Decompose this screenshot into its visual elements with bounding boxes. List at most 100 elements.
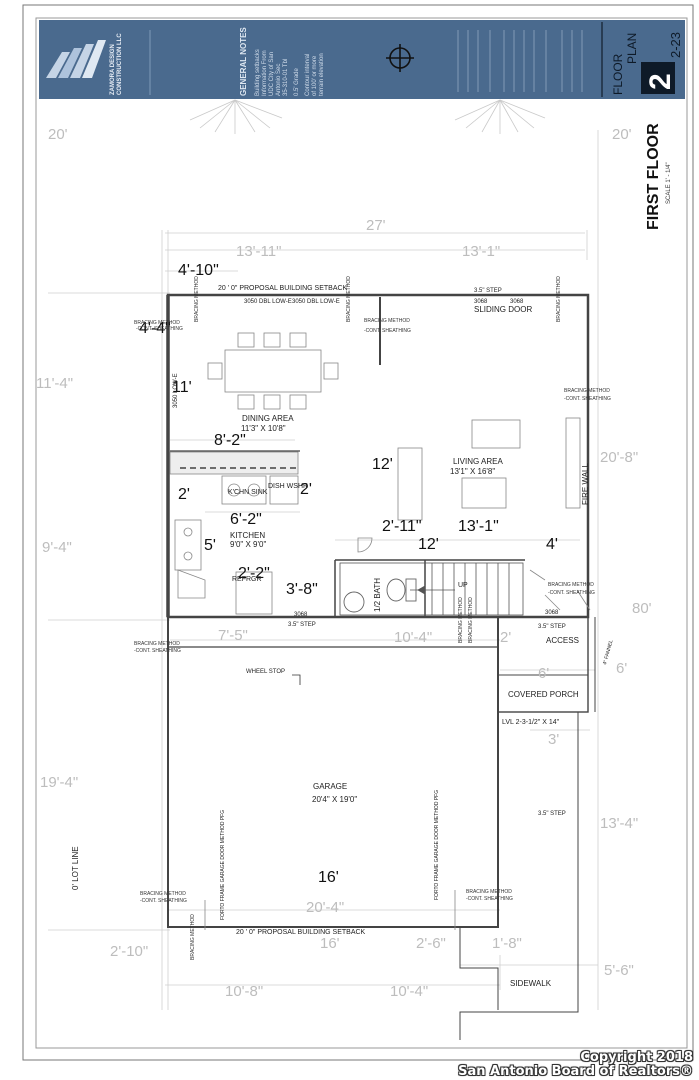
- window-a: 3050 DBL LOW-E: [244, 299, 292, 305]
- room-living: LIVING AREA: [453, 457, 503, 466]
- sheathing-label: -CONT. SHEATHING: [548, 590, 595, 596]
- dim-garage-16b: 16': [320, 935, 340, 952]
- bracing-label: BRACING METHOD: [190, 914, 196, 960]
- interior-dimension-texts: 4'-10" 4'-4" 11' 8'-2" 2' 2' 6'-2" 5' 2'…: [139, 262, 558, 886]
- refrigerator: REFRGR: [232, 576, 262, 583]
- room-lot-line: 0' LOT LINE: [71, 846, 80, 890]
- note-line: Information From: [262, 50, 268, 96]
- company-logo: [46, 40, 106, 78]
- stairs: [339, 562, 524, 616]
- dining-table: [207, 332, 339, 410]
- note-line: UDC City of San: [269, 52, 275, 96]
- dim-dining-height: 11'-4": [36, 375, 73, 392]
- bracing-label: BRACING METHOD: [134, 320, 180, 326]
- dim-left-front: 13'-11": [236, 243, 281, 260]
- sheathing-label: -CONT. SHEATHING: [466, 896, 513, 902]
- dim-overall-width: 27': [366, 217, 386, 234]
- door-3068d: 3068: [545, 610, 559, 616]
- title-block-info-columns: [457, 30, 583, 92]
- setback-bottom: 20 ' 0" PROPOSAL BUILDING SETBACK: [236, 929, 366, 936]
- sheathing-label: -CONT. SHEATHING: [564, 396, 611, 402]
- dim-living-height: 20'-8": [600, 449, 638, 466]
- dim-setback-left: 20': [48, 126, 68, 143]
- note-line: of 100' or more: [312, 55, 318, 96]
- bracing-label: BRACING METHOD: [466, 889, 512, 895]
- lot-lines: [459, 617, 596, 1040]
- dim-island-2b: 2': [300, 481, 312, 498]
- sheet-label-plan: PLAN: [625, 33, 639, 64]
- room-labels: DINING AREA 11'3" X 10'8" KITCHEN 9'0" X…: [71, 305, 590, 988]
- room-garage: GARAGE: [313, 782, 347, 791]
- wheel-stop: WHEEL STOP: [246, 669, 285, 675]
- bracing-label: BRACING METHOD: [134, 641, 180, 647]
- small-labels: 20 ' 0" PROPOSAL BUILDING SETBACK 20 ' 0…: [173, 285, 615, 936]
- bracing-notes: BRACING METHOD -CONT. SHEATHING BRACING …: [134, 276, 611, 960]
- room-garage-size: 20'4" X 19'0": [312, 795, 357, 804]
- dimension-texts: 27' 13'-11" 13'-1" 20' 20' 11'-4" 20'-8"…: [36, 126, 652, 1000]
- door-swings: [204, 537, 591, 930]
- dim-mid-2-11: 2'-11": [382, 518, 422, 535]
- decorative-rays: [189, 99, 546, 134]
- dim-rear-1-8: 1'-8": [492, 935, 522, 952]
- notes-title: GENERAL NOTES: [239, 27, 248, 96]
- dim-kitchen-6-2: 6'-2": [230, 511, 262, 528]
- title-block: ZAMORA DESIGN CONSTRUCTION LLC GENERAL N…: [39, 20, 685, 99]
- dim-living-13-1: 13'-1": [458, 518, 499, 535]
- note-line: 35-310-01 Tbl: [283, 59, 289, 96]
- window-side: 3050 LOW-E: [173, 373, 179, 408]
- dim-garage-20-4: 20'-4": [306, 899, 344, 916]
- sheathing-label: -CONT. SHEATHING: [140, 898, 187, 904]
- bracing-label: BRACING METHOD: [346, 276, 352, 322]
- setback-top: 20 ' 0" PROPOSAL BUILDING SETBACK: [218, 285, 348, 292]
- room-fire-wall: FIRE WALL: [581, 463, 590, 505]
- sheet-label-floor: FLOOR: [611, 53, 625, 95]
- note-line: Contour interval: [305, 54, 311, 96]
- sheathing-label: -CONT. SHEATHING: [134, 648, 181, 654]
- dim-porch-6b: 6': [616, 660, 627, 677]
- sheathing-label: -CONT. SHEATHING: [364, 328, 411, 334]
- dim-garage-16a: 16': [318, 869, 339, 886]
- dim-rear-10-4: 10'-4": [390, 983, 428, 1000]
- note-line: terrain elevation: [319, 53, 325, 96]
- dim-setback-right: 20': [612, 126, 632, 143]
- dish-washer: DISH WSHR: [268, 483, 308, 490]
- company-line2: CONSTRUCTION LLC: [117, 33, 123, 95]
- room-access: ACCESS: [546, 636, 579, 645]
- garage-door-a: FORTO FRAME GARAGE DOOR METHOD PFG: [220, 810, 226, 920]
- sheet-number: 2: [644, 73, 677, 90]
- dim-rear-2-10: 2'-10": [110, 943, 148, 960]
- copyright-watermark: Copyright 2018: [580, 1050, 693, 1065]
- sheet-of: 2-23: [668, 32, 683, 58]
- dim-nook-width: 4'-10": [178, 262, 219, 279]
- sheathing-label: -CONT. SHEATHING: [136, 326, 183, 332]
- bracing-label: BRACING METHOD: [556, 276, 562, 322]
- room-kitchen-size: 9'0" X 9'0": [230, 540, 266, 549]
- bracing-label: BRACING METHOD: [468, 597, 474, 643]
- note-line: 0.5' Grade: [294, 68, 300, 96]
- dim-garage-height: 19'-4": [40, 774, 78, 791]
- room-porch: COVERED PORCH: [508, 690, 579, 699]
- dim-rear-10-8: 10'-8": [225, 983, 263, 1000]
- bath-fixtures: [343, 578, 417, 613]
- dim-kitchen-width: 8'-2": [214, 432, 246, 449]
- k-sink: K'CHN SINK: [228, 489, 268, 496]
- dim-porch-10-4: 10'-4": [394, 629, 432, 646]
- dim-kitchen-height: 9'-4": [42, 539, 72, 556]
- step-entry: 3.5" STEP: [288, 622, 316, 628]
- door-3068a: 3068: [474, 299, 488, 305]
- inner-border: [35, 17, 688, 1049]
- stair-up: UP: [458, 582, 468, 589]
- door-3068c: 3068: [294, 612, 308, 618]
- dim-dining-11: 11': [172, 379, 192, 396]
- lvl-beam: LVL 2-3-1/2" X 14": [502, 719, 560, 726]
- window-b: 3050 DBL LOW-E: [292, 299, 340, 305]
- dim-kitchen-5: 5': [204, 537, 216, 554]
- fannel: 4" FANNEL: [602, 639, 614, 665]
- bracing-label: BRACING METHOD: [458, 597, 464, 643]
- note-line: Antonio Sec: [276, 64, 282, 96]
- dim-nook-depth: 4'-4": [139, 320, 171, 337]
- dim-living-4: 4': [546, 536, 558, 553]
- company-line1: ZAMORA DESIGN: [110, 44, 116, 95]
- step-side: 3.5" STEP: [538, 811, 566, 817]
- dim-lot-depth: 80': [632, 600, 652, 617]
